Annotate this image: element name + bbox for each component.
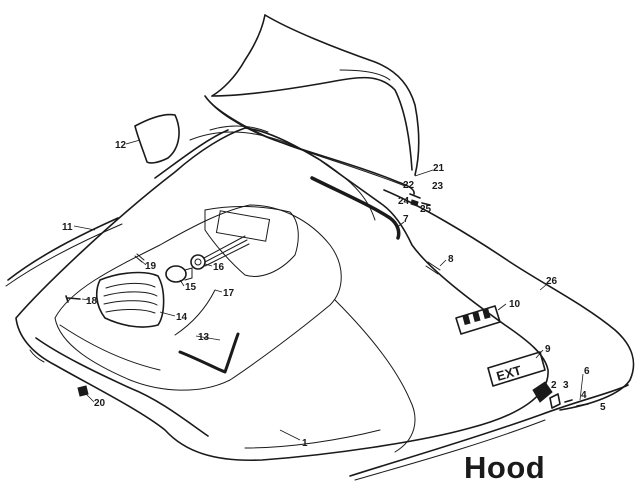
callout-3: 3 [563,380,569,391]
screw-18 [65,295,81,303]
callout-19: 19 [145,261,157,272]
callout-11: 11 [62,222,73,233]
callout-15: 15 [185,282,197,293]
diagram-title: Hood [464,450,546,485]
callout-25: 25 [420,204,432,215]
windshield-trim-seal [310,176,401,240]
callout-13: 13 [198,332,210,343]
callout-16: 16 [213,262,225,273]
callout-8: 8 [448,254,454,265]
leader-lines [73,139,584,441]
clip-20 [77,385,89,397]
ext-decal: EXT [487,351,546,387]
windshield-hardware [409,193,431,207]
callout-labels: 1 2 3 4 5 6 7 8 9 10 11 12 13 14 15 16 1… [62,140,606,449]
callout-23: 23 [432,181,444,192]
callout-26: 26 [546,276,558,287]
headlight-bulb [165,265,193,283]
headlight-lens [95,271,165,328]
callout-6: 6 [584,366,590,377]
callout-5: 5 [600,402,606,413]
headlight-socket [190,235,250,270]
headlight-wire [174,289,216,336]
callout-17: 17 [223,288,235,299]
hinge-hardware [532,381,589,409]
callout-14: 14 [176,312,188,323]
callout-22: 22 [403,180,415,191]
windshield [204,14,420,195]
callout-1: 1 [302,438,308,449]
decal-text: EXT [495,362,523,383]
callout-12: 12 [115,140,127,151]
callout-24: 24 [398,196,410,207]
headlight-bezel-opening [204,206,299,277]
callout-7: 7 [403,214,409,225]
callout-2: 2 [551,380,557,391]
access-cover [134,113,180,164]
callout-10: 10 [509,299,521,310]
callout-20: 20 [94,398,106,409]
hood-trim-strip [178,332,240,374]
callout-9: 9 [545,344,551,355]
nameplate [455,305,501,335]
callout-4: 4 [581,390,587,401]
reflector-8 [425,261,441,275]
hood-body [5,125,635,481]
callout-18: 18 [86,296,98,307]
callout-21: 21 [433,163,445,174]
